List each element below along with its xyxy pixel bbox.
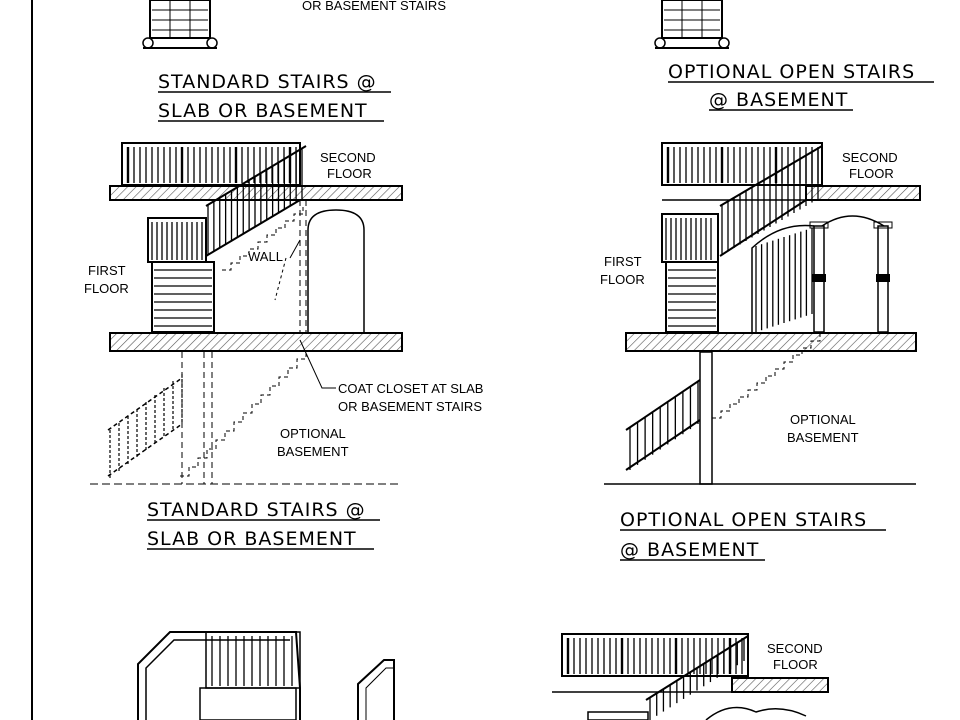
left-first-floor-1: FIRST <box>88 263 126 278</box>
thumb-stairs-left <box>142 0 218 49</box>
wall-label: WALL <box>248 249 283 264</box>
bottom-second-floor-1: SECOND <box>767 641 823 656</box>
left-second-floor-1: SECOND <box>320 150 376 165</box>
optional-open-stairs-elevation <box>604 142 921 485</box>
coat-closet-1: COAT CLOSET AT SLAB <box>338 381 483 396</box>
left-optional-basement-1: OPTIONAL <box>280 426 346 441</box>
title-optional-1: OPTIONAL OPEN STAIRS <box>668 61 915 83</box>
drawing-line <box>107 377 183 431</box>
title-standard-1b: STANDARD STAIRS @ <box>147 499 366 521</box>
right-second-floor-2: FLOOR <box>849 166 894 181</box>
title-optional-1b: OPTIONAL OPEN STAIRS <box>620 509 867 531</box>
title-optional-2b: @ BASEMENT <box>620 539 759 561</box>
title-standard-1: STANDARD STAIRS @ <box>158 71 377 93</box>
bottom-right-elevation-partial <box>552 633 829 720</box>
title-optional-2: @ BASEMENT <box>709 89 848 111</box>
standard-stairs-elevation <box>90 142 403 485</box>
thumb-stairs-right <box>654 0 730 49</box>
title-standard-2b: SLAB OR BASEMENT <box>147 528 357 550</box>
right-first-floor-1: FIRST <box>604 254 642 269</box>
right-second-floor-1: SECOND <box>842 150 898 165</box>
left-optional-basement-2: BASEMENT <box>277 444 349 459</box>
title-standard-2: SLAB OR BASEMENT <box>158 100 368 122</box>
top-note: OR BASEMENT STAIRS <box>302 0 446 13</box>
right-optional-basement-1: OPTIONAL <box>790 412 856 427</box>
bottom-left-plan-partial <box>137 631 395 720</box>
drawing-line <box>107 423 183 477</box>
left-second-floor-2: FLOOR <box>327 166 372 181</box>
bottom-second-floor-2: FLOOR <box>773 657 818 672</box>
right-first-floor-2: FLOOR <box>600 272 645 287</box>
right-optional-basement-2: BASEMENT <box>787 430 859 445</box>
left-first-floor-2: FLOOR <box>84 281 129 296</box>
coat-closet-2: OR BASEMENT STAIRS <box>338 399 482 414</box>
